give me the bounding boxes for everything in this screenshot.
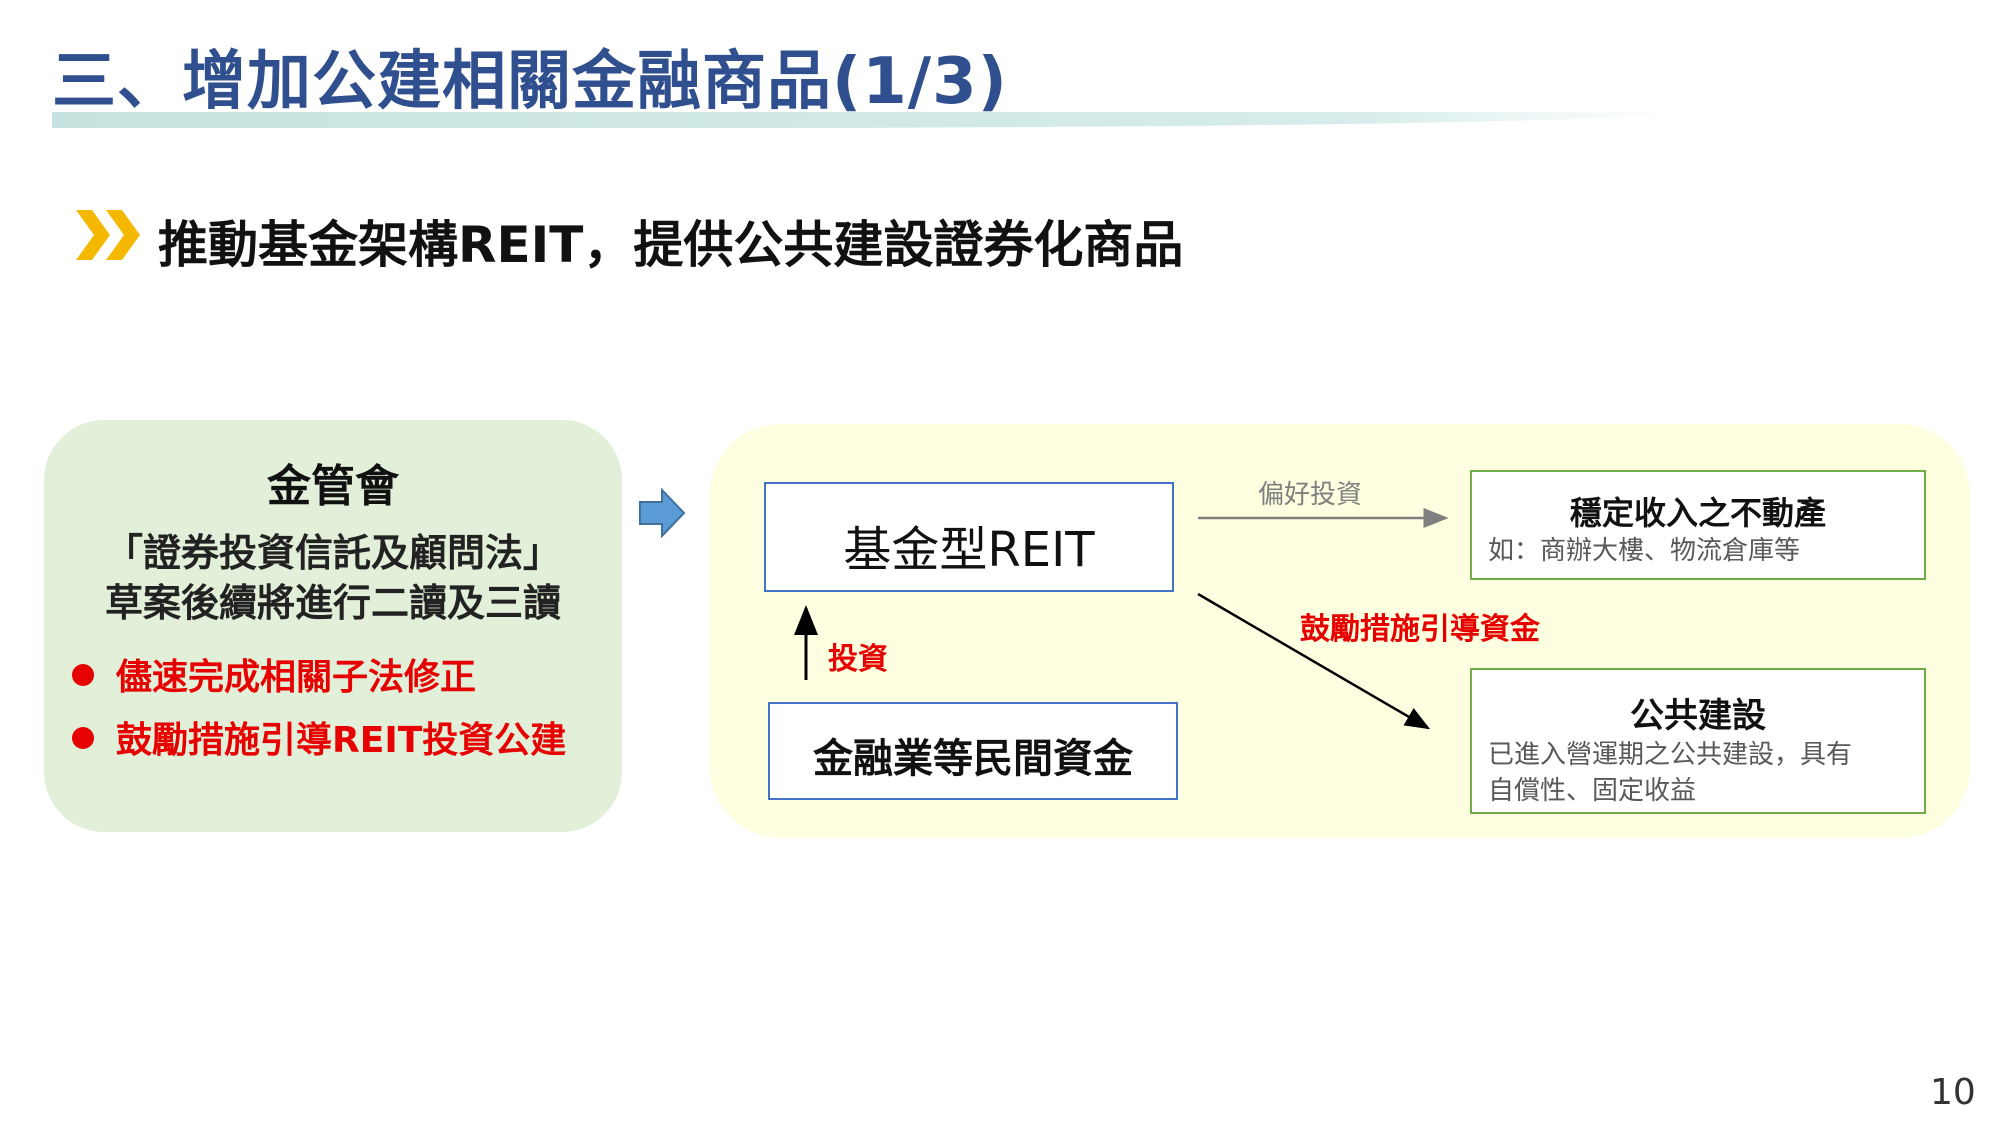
right-arrow-icon: [639, 488, 686, 538]
reit-box: 基金型REIT: [764, 482, 1174, 592]
private-funds-box: 金融業等民間資金: [768, 702, 1178, 800]
law-status-line: 草案後續將進行二讀及三讀: [104, 581, 561, 625]
reit-label: 基金型REIT: [843, 522, 1095, 578]
fsc-heading: 金管會: [267, 461, 399, 512]
page-number: 10: [1930, 1072, 1976, 1113]
bullet-item: 儘速完成相關子法修正: [72, 648, 476, 700]
section-subtitle: 推動基金架構REIT，提供公共建設證券化商品: [158, 216, 1184, 274]
fsc-panel: 金管會 「證券投資信託及顧問法」 草案後續將進行二讀及三讀 儘速完成相關子法修正…: [44, 420, 622, 832]
private-funds-label: 金融業等民間資金: [813, 736, 1133, 782]
law-name-line: 「證券投資信託及顧問法」: [104, 531, 561, 575]
title-underline: [52, 112, 1672, 128]
stable-income-title: 穩定收入之不動產: [1569, 494, 1826, 532]
public-construction-box: 公共建設 已進入營運期之公共建設，具有 自償性、固定收益: [1470, 668, 1926, 814]
public-construction-desc: 已進入營運期之公共建設，具有: [1488, 740, 1853, 770]
bullet-text: 儘速完成相關子法修正: [116, 657, 477, 698]
bullet-dot-icon: [72, 664, 94, 686]
encourage-label: 鼓勵措施引導資金: [1300, 612, 1540, 647]
stable-income-desc: 如：商辦大樓、物流倉庫等: [1488, 536, 1801, 566]
invest-label: 投資: [828, 642, 888, 677]
stable-income-box: 穩定收入之不動產 如：商辦大樓、物流倉庫等: [1470, 470, 1926, 580]
preference-label: 偏好投資: [1258, 480, 1363, 510]
bullet-dot-icon: [72, 727, 94, 749]
bullet-item: 鼓勵措施引導REIT投資公建: [72, 711, 566, 763]
double-chevron-icon: [76, 210, 140, 260]
page-title: 三、增加公建相關金融商品(1/3): [52, 45, 1008, 119]
bullet-text: 鼓勵措施引導REIT投資公建: [116, 720, 567, 761]
public-construction-title: 公共建設: [1630, 696, 1766, 736]
public-construction-desc: 自償性、固定收益: [1488, 776, 1697, 806]
